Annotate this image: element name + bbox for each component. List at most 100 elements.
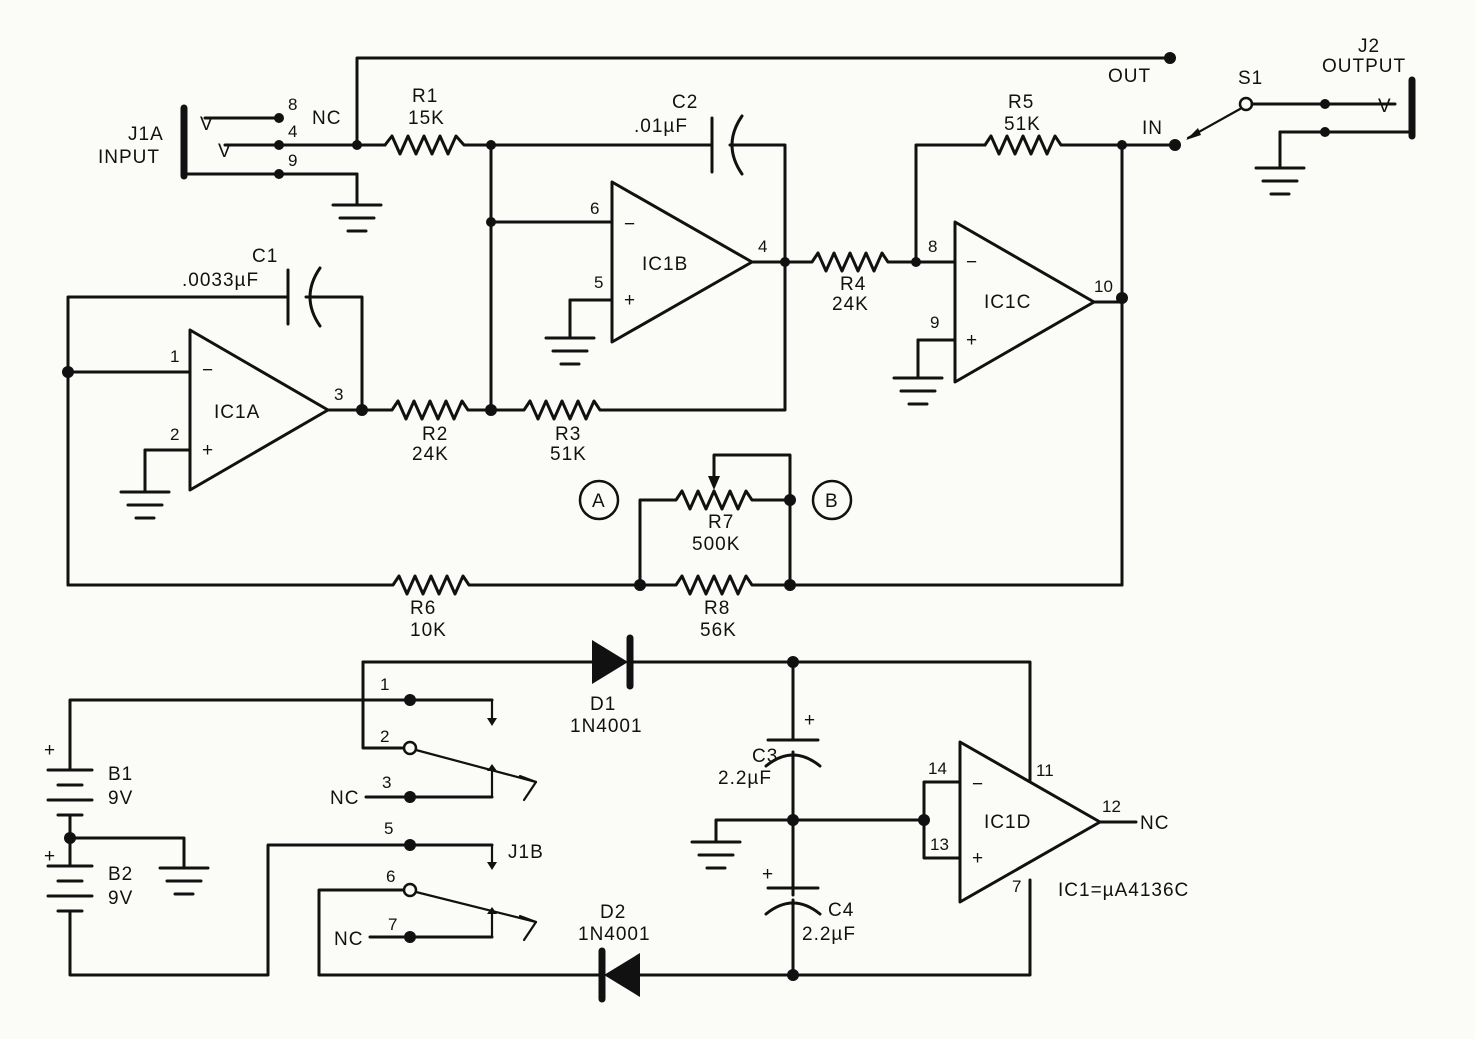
c3-value: 2.2µF	[718, 768, 772, 789]
v-label: V	[200, 114, 214, 135]
minus-sign: −	[624, 214, 636, 235]
capacitor-c4	[764, 886, 822, 977]
r1-name: R1	[412, 86, 438, 107]
plus-sign: +	[972, 848, 984, 869]
pin-6-label: 6	[590, 199, 599, 218]
minus-sign: −	[202, 360, 214, 381]
pin-7-label: 7	[388, 915, 397, 934]
plus-sign: +	[202, 440, 214, 461]
j2-label: J2	[1358, 36, 1380, 57]
resistor-r1	[383, 134, 493, 156]
opamp-ic1c	[892, 220, 1124, 406]
r2-value: 24K	[412, 444, 449, 465]
battery-b1	[46, 698, 412, 840]
nc-label: NC	[330, 788, 359, 809]
pin-4-label: 4	[288, 122, 297, 141]
plus-sign: +	[762, 864, 774, 885]
capacitor-c1	[66, 266, 364, 412]
plus-sign: +	[966, 330, 978, 351]
c3-name: C3	[752, 746, 778, 767]
opamp-ic1a	[66, 328, 364, 520]
ic1c-label: IC1C	[984, 292, 1031, 313]
pin-1-label: 1	[170, 347, 179, 366]
nc-label: NC	[1140, 813, 1169, 834]
plus-sign: +	[44, 846, 56, 867]
r7-name: R7	[708, 512, 734, 533]
pin-5-label: 5	[594, 273, 603, 292]
c4-value: 2.2µF	[802, 924, 856, 945]
v-label: V	[218, 141, 232, 162]
d1-value: 1N4001	[570, 716, 643, 737]
pin-7-label: 7	[1012, 877, 1021, 896]
capacitor-c2	[489, 114, 787, 264]
pin-6-label: 6	[386, 867, 395, 886]
c2-value: .01µF	[634, 116, 688, 137]
ic-note: IC1=µA4136C	[1058, 880, 1189, 901]
c2-name: C2	[672, 92, 698, 113]
r7-value: 500K	[692, 534, 740, 555]
pin-8-label: 8	[288, 95, 297, 114]
resistor-r5	[983, 134, 1124, 156]
pin-14-label: 14	[928, 759, 947, 778]
output-jack-j2	[1254, 76, 1416, 196]
potentiometer-r7	[638, 453, 792, 587]
d2-value: 1N4001	[578, 924, 651, 945]
r1-value: 15K	[408, 108, 445, 129]
pin-11-label: 11	[1036, 761, 1054, 780]
r6-value: 10K	[410, 620, 447, 641]
r5-value: 51K	[1004, 114, 1041, 135]
r3-value: 51K	[550, 444, 587, 465]
pin-10-label: 10	[1094, 277, 1113, 296]
b1-value: 9V	[108, 788, 133, 809]
r6-name: R6	[410, 598, 436, 619]
b2-value: 9V	[108, 888, 133, 909]
r5-name: R5	[1008, 92, 1034, 113]
node-b-marker	[811, 479, 853, 521]
r4-name: R4	[840, 274, 866, 295]
ground-symbol	[690, 818, 795, 870]
node-a-label: A	[592, 491, 606, 512]
diode-d1	[361, 634, 1032, 782]
j1b-label: J1B	[508, 842, 544, 863]
ic1d-label: IC1D	[984, 812, 1031, 833]
input-label: INPUT	[98, 147, 160, 168]
battery-b2	[46, 836, 412, 977]
c1-value: .0033µF	[182, 270, 259, 291]
opamp-ic1b	[544, 180, 787, 366]
pin-3-label: 3	[334, 385, 343, 404]
node-b-label: B	[825, 491, 839, 512]
pin-12-label: 12	[1102, 797, 1121, 816]
node-a-marker	[578, 479, 620, 521]
plus-sign: +	[624, 290, 636, 311]
resistor-r6	[66, 574, 642, 596]
nc-label: NC	[312, 108, 341, 129]
r3-name: R3	[555, 424, 581, 445]
d2-name: D2	[600, 902, 626, 923]
v-label: V	[1378, 96, 1392, 117]
pin-2-label: 2	[380, 727, 389, 746]
resistor-r8	[638, 574, 1124, 596]
ic1b-label: IC1B	[642, 254, 688, 275]
resistor-r2	[360, 399, 493, 421]
r8-name: R8	[704, 598, 730, 619]
resistor-r4	[783, 251, 918, 273]
output-label: OUTPUT	[1322, 56, 1406, 77]
switch-s1	[1186, 96, 1327, 140]
c1-name: C1	[252, 246, 278, 267]
ic1a-label: IC1A	[214, 402, 260, 423]
input-jack-j1a	[180, 104, 387, 233]
pin-8-label: 8	[928, 237, 937, 256]
opamp-ic1d	[922, 740, 1138, 904]
jack-j1b	[317, 660, 538, 977]
pin-13-label: 13	[930, 835, 949, 854]
pin-1-label: 1	[380, 675, 389, 694]
plus-sign: +	[44, 740, 56, 761]
d1-name: D1	[590, 694, 616, 715]
capacitor-c3	[764, 660, 822, 897]
pin-9-label: 9	[288, 151, 297, 170]
plus-sign: +	[804, 710, 816, 731]
c4-name: C4	[828, 900, 854, 921]
b1-name: B1	[108, 764, 133, 785]
minus-sign: −	[966, 252, 978, 273]
